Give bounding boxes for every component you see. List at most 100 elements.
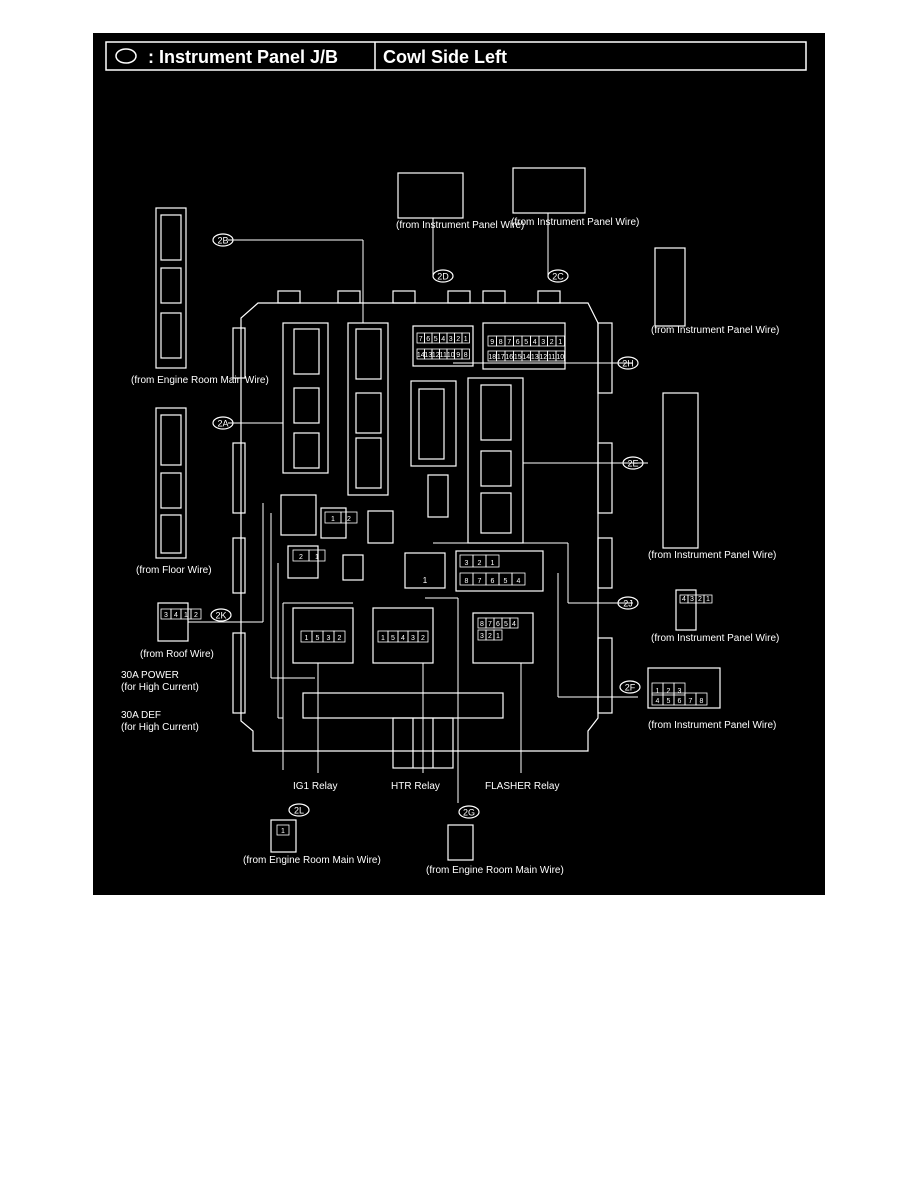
source-2k: (from Roof Wire) xyxy=(140,649,214,660)
svg-text:3: 3 xyxy=(480,633,484,640)
svg-text:7: 7 xyxy=(488,621,492,628)
socket-2j xyxy=(427,474,449,518)
svg-text:6: 6 xyxy=(516,339,520,346)
source-2e: (from Instrument Panel Wire) xyxy=(648,550,776,561)
svg-text:8: 8 xyxy=(464,352,468,359)
socket-2f xyxy=(455,550,544,592)
svg-text:3: 3 xyxy=(411,635,415,642)
svg-text:11: 11 xyxy=(440,352,447,359)
svg-text:3: 3 xyxy=(164,612,168,619)
svg-text:9: 9 xyxy=(490,339,494,346)
code-2j: 2J xyxy=(617,596,639,610)
svg-text:2: 2 xyxy=(667,688,671,695)
svg-text:15: 15 xyxy=(514,354,522,361)
svg-text:4: 4 xyxy=(656,698,660,705)
svg-text:18: 18 xyxy=(488,354,496,361)
svg-text:1: 1 xyxy=(331,516,335,523)
svg-text:2H: 2H xyxy=(622,359,634,369)
svg-text:3: 3 xyxy=(690,596,694,603)
label-30a-def-sub: (for High Current) xyxy=(121,722,199,733)
svg-text:6: 6 xyxy=(678,698,682,705)
svg-text:1: 1 xyxy=(656,688,660,695)
svg-text:5: 5 xyxy=(391,635,395,642)
svg-text:5: 5 xyxy=(504,578,508,585)
label-30a-power: 30A POWER xyxy=(121,670,179,681)
svg-text:5: 5 xyxy=(667,698,671,705)
source-2a: (from Floor Wire) xyxy=(136,565,212,576)
svg-text:16: 16 xyxy=(505,354,513,361)
label-flasher-relay: FLASHER Relay xyxy=(485,781,559,792)
svg-text:4: 4 xyxy=(441,336,445,343)
source-2f: (from Instrument Panel Wire) xyxy=(648,720,776,731)
svg-text:13: 13 xyxy=(424,352,432,359)
svg-text:6: 6 xyxy=(426,336,430,343)
svg-text:5: 5 xyxy=(504,621,508,628)
pins-2l: 1 xyxy=(276,824,290,836)
svg-text:3: 3 xyxy=(327,635,331,642)
svg-text:1: 1 xyxy=(491,560,495,567)
svg-text:3: 3 xyxy=(449,336,453,343)
svg-text:1: 1 xyxy=(496,633,500,640)
svg-text:1: 1 xyxy=(558,339,562,346)
svg-text:2F: 2F xyxy=(625,683,636,693)
code-2c: 2C xyxy=(547,269,569,283)
label-30a-def: 30A DEF xyxy=(121,710,161,721)
svg-text:2D: 2D xyxy=(437,272,449,282)
svg-text:12: 12 xyxy=(539,354,547,361)
svg-text:1: 1 xyxy=(184,612,188,619)
svg-text:8: 8 xyxy=(499,339,503,346)
connector-2b xyxy=(155,207,187,369)
svg-text:3: 3 xyxy=(678,688,682,695)
source-2c: (from Instrument Panel Wire) xyxy=(511,217,639,228)
socket-2a xyxy=(347,322,389,496)
socket-2l xyxy=(342,554,364,581)
svg-text:8: 8 xyxy=(700,698,704,705)
svg-text:2: 2 xyxy=(550,339,554,346)
connector-2f xyxy=(647,667,721,709)
pin-2g-1: 1 xyxy=(423,576,428,585)
junction-block-title: : Instrument Panel J/B xyxy=(148,47,338,67)
socket-2h xyxy=(410,380,457,467)
source-2d: (from Instrument Panel Wire) xyxy=(396,220,524,231)
code-2a: 2A xyxy=(212,416,234,430)
ig1-relay-socket xyxy=(292,607,354,664)
svg-text:1: 1 xyxy=(315,554,319,561)
connector-2e xyxy=(662,392,699,549)
code-2f: 2F xyxy=(619,680,641,694)
socket-2c xyxy=(482,322,566,370)
connector-2c xyxy=(512,167,586,214)
fuse-30a-power xyxy=(287,545,319,579)
connector-2j xyxy=(675,589,697,631)
code-2k: 2K xyxy=(210,608,232,622)
code-2b: 2B xyxy=(212,233,234,247)
code-2h: 2H xyxy=(617,356,639,370)
source-2h: (from Instrument Panel Wire) xyxy=(651,325,779,336)
svg-text:2B: 2B xyxy=(217,236,228,246)
connector-2g xyxy=(447,824,474,861)
flasher-relay-socket xyxy=(472,612,534,664)
svg-text:10: 10 xyxy=(447,352,455,359)
svg-text:2: 2 xyxy=(338,635,342,642)
leader-lines xyxy=(188,213,648,803)
svg-text:2: 2 xyxy=(347,516,351,523)
svg-text:3: 3 xyxy=(465,560,469,567)
svg-text:2K: 2K xyxy=(215,611,226,621)
socket-2b xyxy=(282,322,329,474)
svg-text:1: 1 xyxy=(305,635,309,642)
svg-text:1: 1 xyxy=(381,635,385,642)
svg-text:2: 2 xyxy=(194,612,198,619)
svg-text:12: 12 xyxy=(432,352,440,359)
svg-text:4: 4 xyxy=(174,612,178,619)
svg-text:2C: 2C xyxy=(552,272,564,282)
socket-2k xyxy=(280,494,317,536)
